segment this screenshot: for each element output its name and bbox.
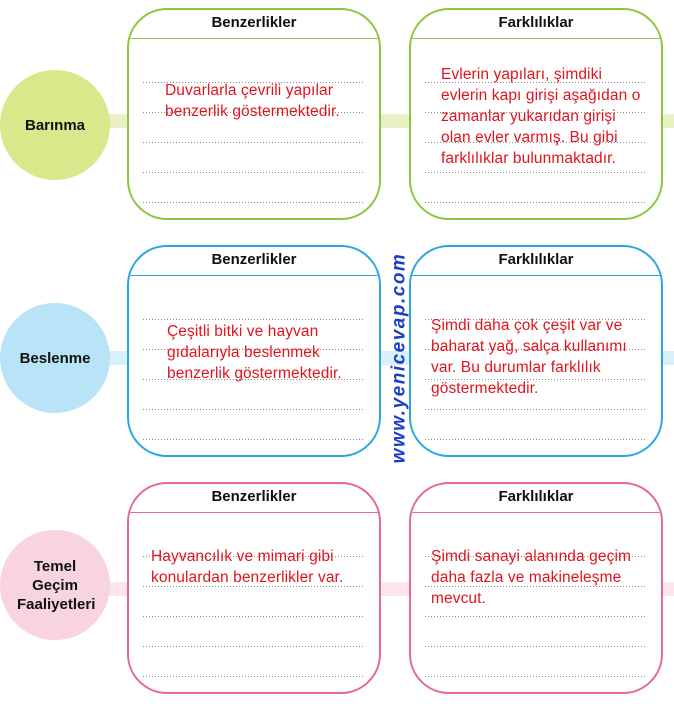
differences-box: Farklılıklar Evlerin yapıları, şimdiki e… — [409, 8, 663, 220]
category-label: Barınma — [24, 116, 86, 134]
difference-answer: Şimdi sanayi alanında geçim daha fazla v… — [431, 548, 631, 607]
differences-header: Farklılıklar — [498, 488, 574, 505]
header-divider — [411, 38, 661, 39]
header-divider — [129, 512, 379, 513]
category-circle: Beslenme — [0, 303, 110, 413]
dotted-writing-lines — [425, 527, 647, 678]
similarities-header: Benzerlikler — [211, 251, 297, 268]
similarities-box: Benzerlikler Hayvancılık ve mimari gibi … — [127, 482, 381, 694]
header-divider — [411, 275, 661, 276]
dotted-writing-lines — [425, 290, 647, 441]
differences-box: Farklılıklar Şimdi daha çok çeşit var ve… — [409, 245, 663, 457]
header-divider — [129, 275, 379, 276]
similarity-answer: Duvarlarla çevrili yapılar benzerlik gös… — [165, 82, 340, 120]
watermark: www.yenicevap.com — [354, 250, 444, 465]
similarities-header: Benzerlikler — [211, 14, 297, 31]
category-label: Beslenme — [19, 349, 91, 367]
category-circle: Barınma — [0, 70, 110, 180]
dotted-writing-lines — [143, 53, 365, 204]
header-divider — [129, 38, 379, 39]
row-barinma: Barınma Benzerlikler Duvarlarla çevrili … — [0, 8, 674, 238]
similarities-box: Benzerlikler Duvarlarla çevrili yapılar … — [127, 8, 381, 220]
similarities-box: Benzerlikler Çeşitli bitki ve hayvan gıd… — [127, 245, 381, 457]
differences-box: Farklılıklar Şimdi sanayi alanında geçim… — [409, 482, 663, 694]
difference-answer: Evlerin yapıları, şimdiki evlerin kapı g… — [441, 66, 641, 167]
category-circle: Temel Geçim Faaliyetleri — [0, 530, 110, 640]
row-temel-gecim: Temel Geçim Faaliyetleri Benzerlikler Ha… — [0, 482, 674, 712]
similarities-header: Benzerlikler — [211, 488, 297, 505]
differences-header: Farklılıklar — [498, 14, 574, 31]
dotted-writing-lines — [425, 53, 647, 204]
similarity-answer: Hayvancılık ve mimari gibi konulardan be… — [151, 548, 344, 586]
row-beslenme: Beslenme Benzerlikler Çeşitli bitki ve h… — [0, 245, 674, 475]
dotted-writing-lines — [143, 290, 365, 441]
difference-answer: Şimdi daha çok çeşit var ve baharat yağ,… — [431, 317, 627, 397]
similarity-answer: Çeşitli bitki ve hayvan gıdalarıyla besl… — [167, 323, 342, 382]
watermark-text: www.yenicevap.com — [388, 252, 409, 463]
dotted-writing-lines — [143, 527, 365, 678]
category-label: Temel Geçim Faaliyetleri — [17, 557, 96, 613]
header-divider — [411, 512, 661, 513]
differences-header: Farklılıklar — [498, 251, 574, 268]
